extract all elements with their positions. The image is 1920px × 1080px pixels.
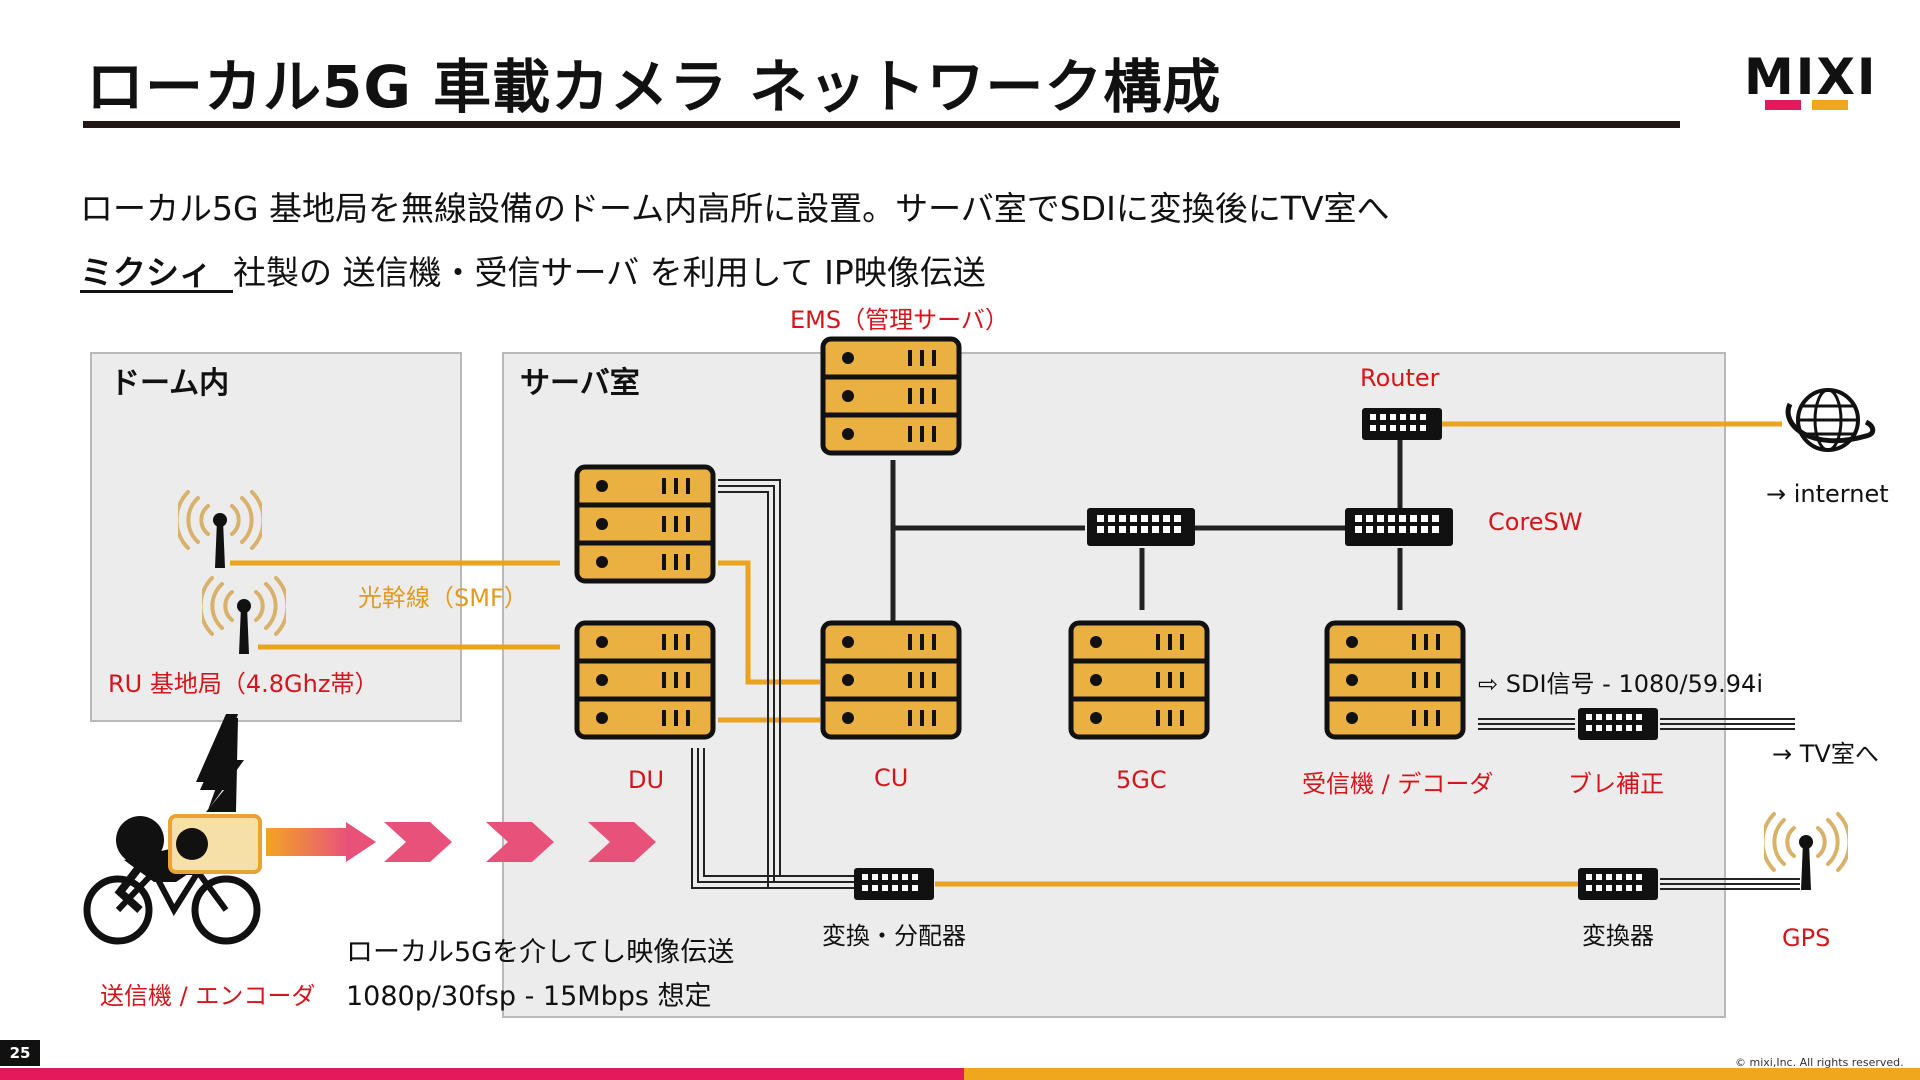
converter-icon [1578, 868, 1658, 900]
antenna-icon-1 [178, 490, 262, 568]
dome-region-label: ドーム内 [110, 366, 230, 401]
subtitle-rest: 社製の 送信機・受信サーバ を利用して IP映像伝送 [232, 253, 986, 292]
router-icon [1362, 408, 1442, 440]
internet-label: → internet [1766, 480, 1889, 508]
mixi-logo: MIXI [1744, 48, 1878, 106]
du-server-icon-1 [574, 464, 716, 584]
transmission-note-1: ローカル5Gを介してし映像伝送 [346, 937, 735, 968]
splitter-label: 変換・分配器 [822, 922, 966, 950]
copyright: © mixi,Inc. All rights reserved. [1735, 1056, 1904, 1069]
converter-gps-link [1660, 878, 1800, 890]
fivegc-label: 5GC [1116, 766, 1167, 794]
ems-cu-link [890, 460, 1085, 622]
coresw-switch-icon [1345, 508, 1453, 546]
stabilizer-icon [1578, 708, 1658, 740]
converter-label: 変換器 [1582, 922, 1654, 950]
ru-label: RU 基地局（4.8Ghz帯） [108, 670, 379, 698]
receiver-server-icon [1324, 620, 1466, 740]
du-splitter-link [691, 479, 856, 889]
footer-bar-orange [964, 1068, 1920, 1080]
internet-globe-icon [1785, 388, 1876, 452]
coresw-label: CoreSW [1488, 508, 1583, 536]
server-room-region-label: サーバ室 [520, 366, 640, 401]
page-number: 25 [0, 1040, 40, 1066]
subtitle-line-2: ミクシィ 社製の 送信機・受信サーバ を利用して IP映像伝送 [80, 246, 986, 294]
camera-device-icon [168, 814, 262, 874]
router-label: Router [1360, 364, 1440, 392]
transmission-chevron-1 [384, 822, 452, 862]
transmission-note-2: 1080p/30fsp - 15Mbps 想定 [346, 981, 712, 1012]
title-underline [83, 121, 1680, 128]
ems-server-icon [820, 336, 962, 456]
sdi-link [1478, 718, 1795, 730]
footer-bar-pink [0, 1068, 964, 1080]
transmission-arrow-1 [266, 822, 376, 862]
logo-bar-orange [1812, 100, 1848, 110]
du-cu-link-1 [718, 560, 820, 685]
stabilizer-label: ブレ補正 [1568, 770, 1664, 798]
cu-label: CU [874, 764, 909, 792]
subtitle-line-1: ローカル5G 基地局を無線設備のドーム内高所に設置。サーバ室でSDIに変換後にT… [80, 189, 1390, 228]
receiver-label: 受信機 / デコーダ [1302, 770, 1494, 798]
ems-label: EMS（管理サーバ） [790, 306, 1009, 334]
logo-bar-pink [1765, 100, 1801, 110]
gps-antenna-icon [1764, 812, 1848, 890]
cu-server-icon [820, 620, 962, 740]
lightning-icon [196, 714, 244, 812]
fivegc-server-icon [1068, 620, 1210, 740]
antenna-icon-2 [202, 576, 286, 654]
fiber-label: 光幹線（SMF） [358, 584, 528, 612]
gps-label: GPS [1782, 924, 1831, 952]
du-server-icon-2 [574, 620, 716, 740]
du-label: DU [628, 766, 665, 794]
sdi-label: ⇨ SDI信号 - 1080/59.94i [1478, 670, 1763, 698]
cyclist-icon [83, 816, 261, 945]
transmission-chevron-2 [486, 822, 554, 862]
splitter-icon [854, 868, 934, 900]
tv-room-label: → TV室へ [1772, 740, 1879, 768]
subtitle-emphasis: ミクシィ [80, 253, 212, 292]
transmission-chevron-3 [588, 822, 656, 862]
transmitter-label: 送信機 / エンコーダ [100, 982, 316, 1010]
dome-region [90, 352, 462, 722]
l3sw-switch-icon [1087, 508, 1195, 546]
page-title: ローカル5G 車載カメラ ネットワーク構成 [86, 53, 1222, 121]
